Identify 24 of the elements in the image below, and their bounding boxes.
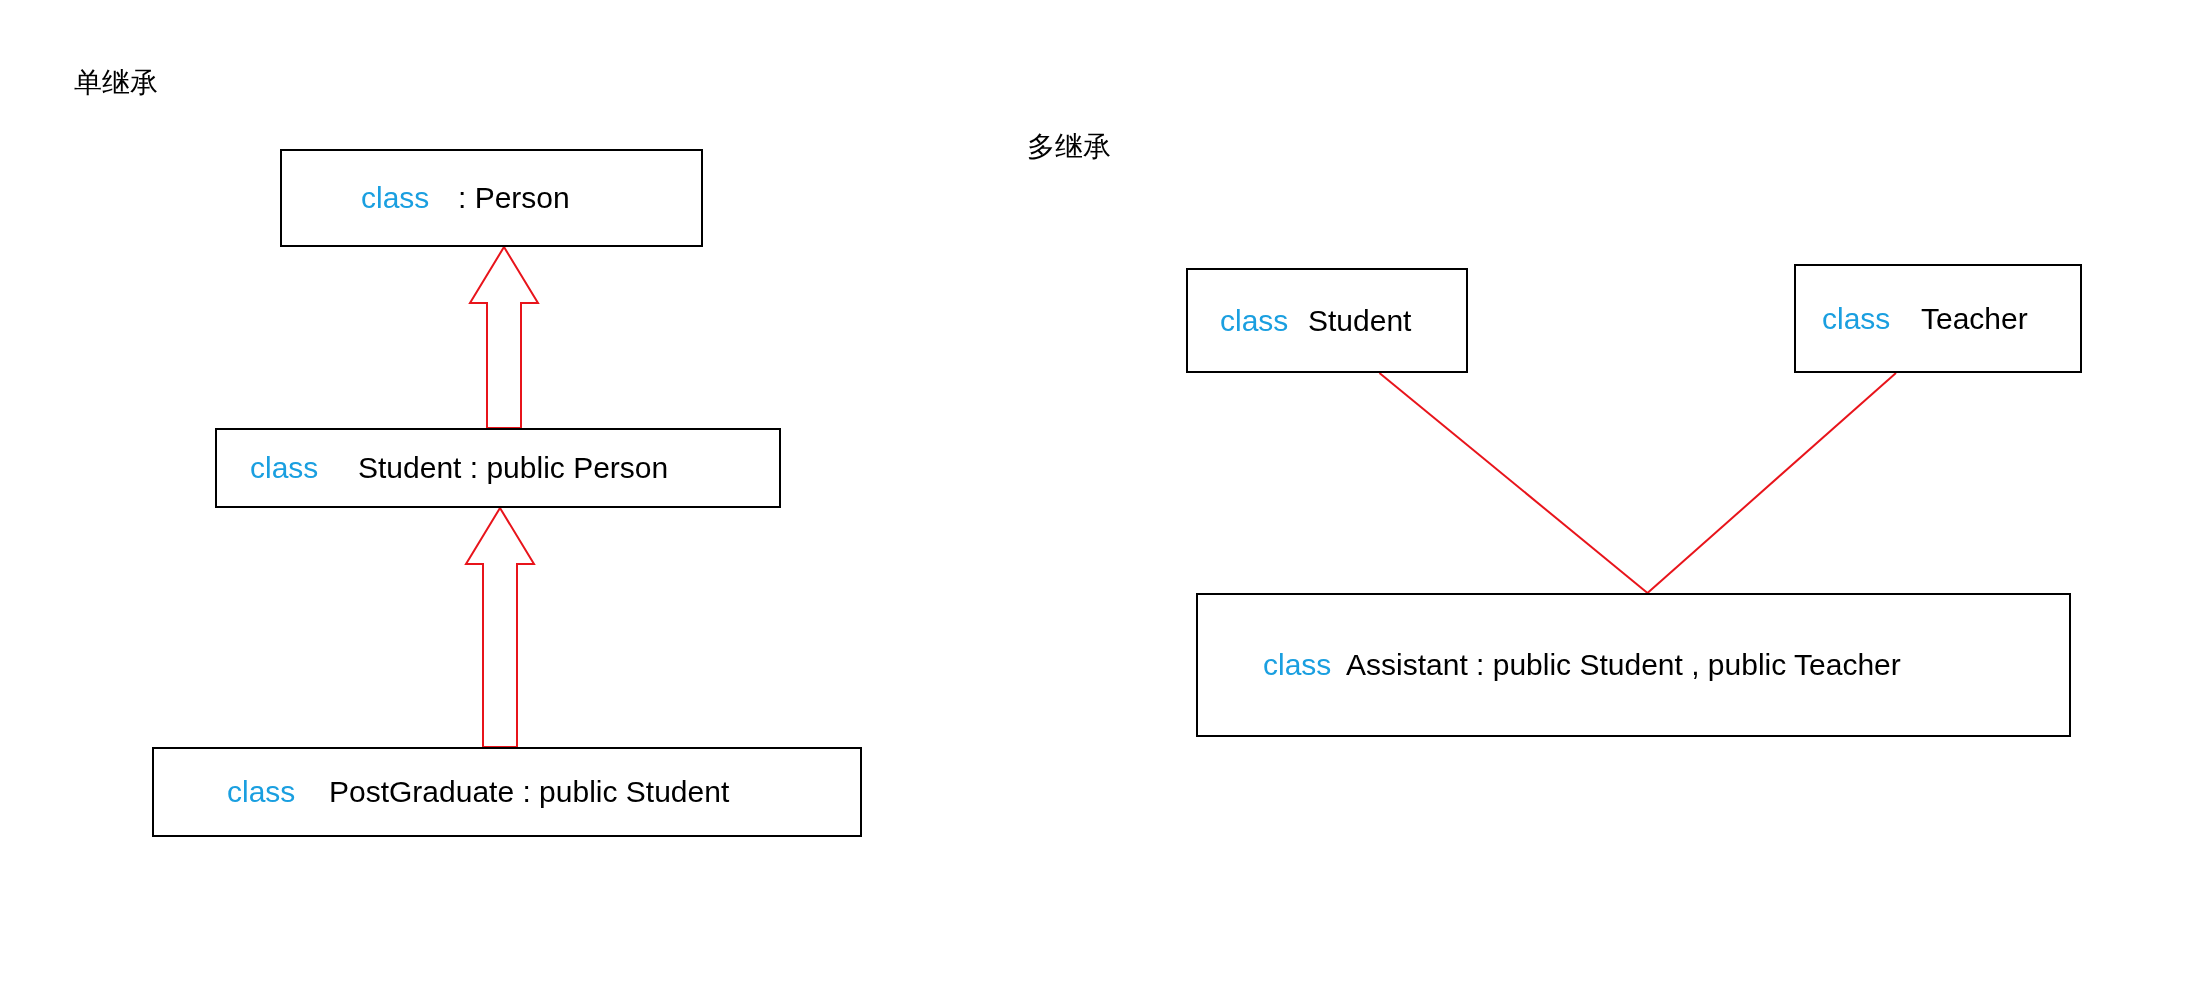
class-declaration-text: Teacher: [1921, 300, 2028, 337]
keyword-text: class: [250, 450, 319, 486]
keyword-text: class: [1822, 300, 1891, 337]
section-title: 多继承: [1027, 130, 1111, 164]
class-declaration-text: Assistant : public Student , public Teacher: [1346, 647, 1901, 683]
keyword-text: class: [1263, 647, 1332, 683]
class-box: [152, 747, 862, 837]
keyword-text: class: [227, 774, 296, 810]
class-declaration-text: : Person: [458, 180, 570, 216]
keyword-text: class: [1220, 302, 1289, 339]
class-declaration-text: PostGraduate : public Student: [329, 774, 730, 810]
class-declaration-text: Student : public Person: [358, 450, 669, 486]
inheritance-arrow: [464, 506, 536, 748]
class-box: [1186, 268, 1468, 373]
class-box: [215, 428, 781, 508]
class-box: [280, 149, 703, 247]
class-declaration-text: Student: [1308, 302, 1412, 339]
class-box: [1196, 593, 2071, 737]
inheritance-arrow: [468, 245, 540, 429]
keyword-text: class: [361, 180, 430, 216]
connector-line: [1378, 372, 1649, 594]
connector-line: [1646, 372, 1897, 594]
class-box: [1794, 264, 2082, 373]
section-title: 单继承: [74, 66, 158, 100]
